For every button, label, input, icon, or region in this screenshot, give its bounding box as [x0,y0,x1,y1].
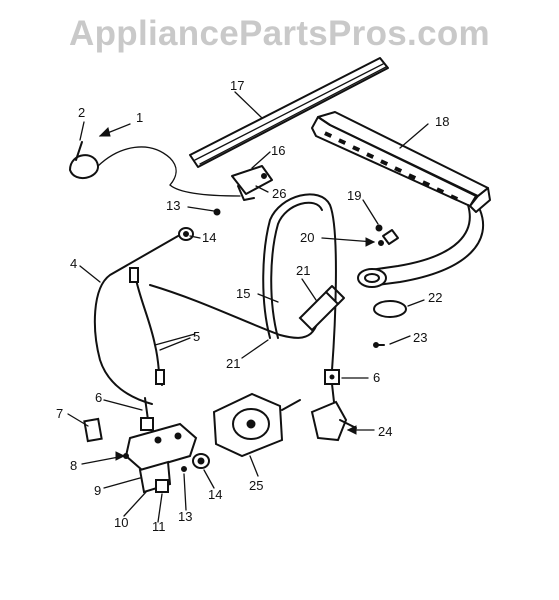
callout-21-upper: 21 [296,263,310,278]
part-7-plate[interactable] [83,417,103,443]
part-15-tubing[interactable] [149,193,337,371]
part-19-20-fittings[interactable] [375,224,399,246]
callout-14-top: 14 [202,230,216,245]
callout-6-left: 6 [95,390,102,405]
callout-13-top: 13 [166,198,180,213]
part-5-wire[interactable] [129,267,196,386]
part-13-bottom[interactable] [181,466,187,472]
callout-24: 24 [378,424,392,439]
part-22-disc[interactable] [373,300,407,318]
part-17-rail[interactable] [189,57,389,168]
callout-6-right: 6 [373,370,380,385]
watermark-logo: AppliancePartsPros.com [69,14,490,53]
part-2-thermostat[interactable] [68,141,241,197]
part-23-screw[interactable] [373,342,385,348]
callout-11: 11 [152,519,166,534]
part-13-top[interactable] [213,208,221,216]
callout-18: 18 [435,114,449,129]
callout-23: 23 [413,330,427,345]
callout-13-bottom: 13 [178,509,192,524]
part-14-nut-top[interactable] [178,227,194,241]
callout-26: 26 [272,186,286,201]
callout-20: 20 [300,230,314,245]
callout-9: 9 [94,483,101,498]
callout-8: 8 [70,458,77,473]
callout-10: 10 [114,515,128,530]
part-25-valve-body[interactable] [212,392,301,458]
callout-25: 25 [249,478,263,493]
callout-7: 7 [56,406,63,421]
part-21-orifice[interactable] [298,285,345,332]
callout-4: 4 [70,256,77,271]
part-16-bracket[interactable] [231,165,273,201]
callout-1: 1 [136,110,143,125]
callout-21-lower: 21 [226,356,240,371]
callout-5: 5 [193,329,200,344]
callout-15: 15 [236,286,250,301]
callout-14-bottom: 14 [208,487,222,502]
part-24-valve[interactable] [310,383,357,442]
part-6-fitting-right[interactable] [324,369,340,385]
part-4-thermocouple[interactable] [93,235,179,431]
callout-19: 19 [347,188,361,203]
part-8-control-box[interactable] [123,422,198,494]
callout-22: 22 [428,290,442,305]
leader-lines [67,91,429,523]
callout-17: 17 [230,78,244,93]
callout-16: 16 [271,143,285,158]
callout-2: 2 [78,105,85,120]
callout-labels: 1 2 4 5 6 6 7 8 9 10 11 13 13 14 14 15 1… [56,78,449,534]
part-18-burner[interactable] [311,111,491,288]
part-14-nut-bottom[interactable] [192,453,210,469]
